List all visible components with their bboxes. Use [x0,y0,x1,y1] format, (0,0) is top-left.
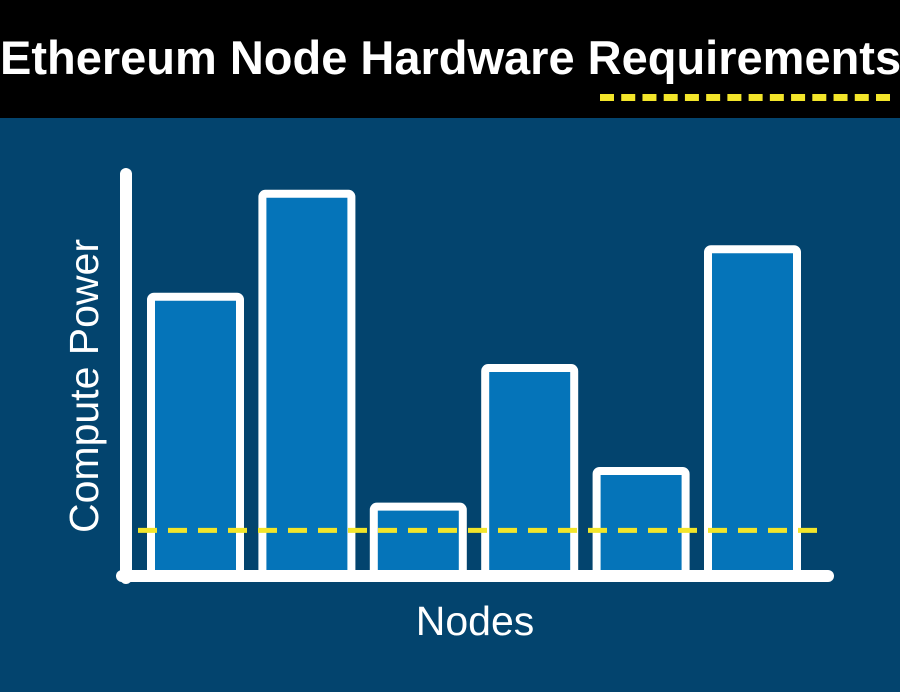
bars-group [147,189,801,581]
bar-chart: Nodes Compute Power [61,168,834,644]
x-axis-label: Nodes [416,598,535,644]
y-axis-label: Compute Power [61,239,107,533]
bar-2 [258,189,356,581]
title-dashed-underline [600,94,890,101]
title-bar: Ethereum Node Hardware Requirements [0,0,900,118]
bar-4 [481,364,579,580]
bar-1 [147,292,244,580]
bar-3 [369,502,467,581]
page-title: Ethereum Node Hardware Requirements [0,31,900,84]
bar-5 [592,467,690,580]
bar-6 [704,245,801,581]
